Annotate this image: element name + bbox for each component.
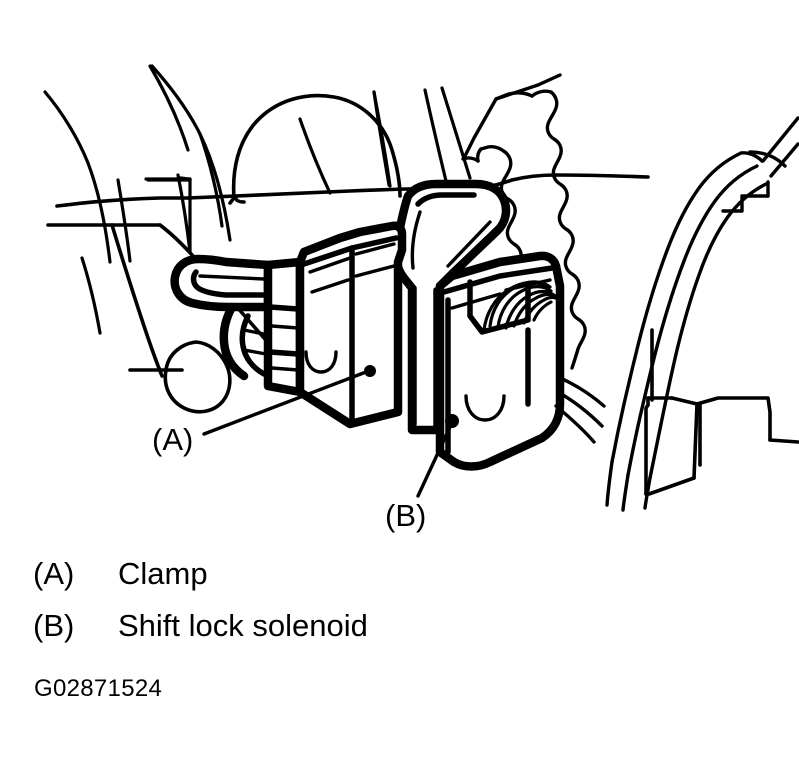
legend-text-shift-lock-solenoid: Shift lock solenoid xyxy=(118,608,368,643)
figure-id-label: G02871524 xyxy=(34,675,163,702)
legend: (A) Clamp (B) Shift lock solenoid xyxy=(33,556,633,660)
callout-label-b: (B) xyxy=(385,498,427,533)
legend-text-clamp: Clamp xyxy=(118,556,208,591)
callout-leader-b xyxy=(416,414,459,498)
legend-row: (B) Shift lock solenoid xyxy=(33,608,633,660)
wire-harness-bundle xyxy=(605,116,799,512)
legend-row: (A) Clamp xyxy=(33,556,633,608)
legend-key-b: (B) xyxy=(33,608,75,643)
background-arch-shape xyxy=(228,93,402,205)
callout-leader-a xyxy=(202,365,376,436)
background-vertical-seams xyxy=(298,86,472,195)
background-trim-panel-lines xyxy=(43,64,232,335)
background-round-blob xyxy=(163,340,232,414)
ribbed-grip-section xyxy=(482,280,563,332)
callout-label-a: (A) xyxy=(152,422,194,457)
legend-key-a: (A) xyxy=(33,556,75,591)
background-bracket-panel xyxy=(644,328,799,496)
